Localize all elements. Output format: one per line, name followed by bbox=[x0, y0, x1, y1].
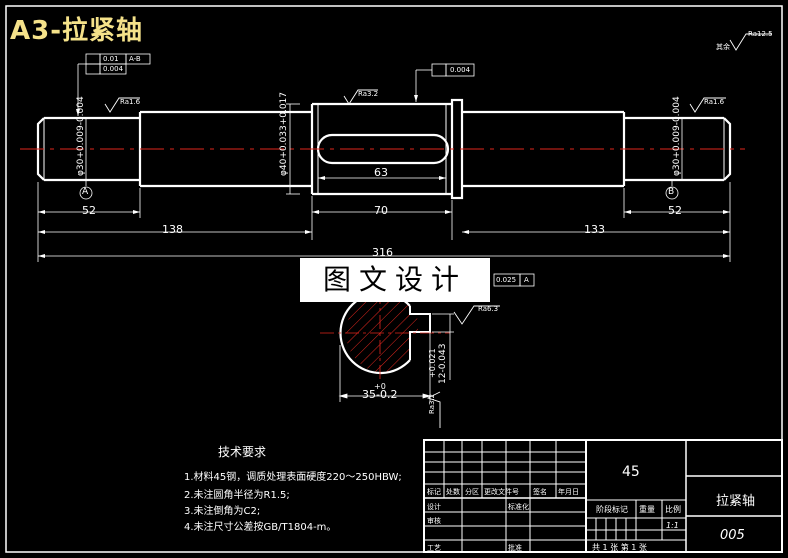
roughness-keyway: Ra3.2 bbox=[358, 90, 379, 98]
dim-overall: 316 bbox=[372, 246, 393, 259]
roughness-section: Ra6.3 bbox=[478, 305, 499, 313]
tb-weight-label: 重量 bbox=[639, 505, 655, 514]
tb-header-zone: 分区 bbox=[465, 488, 479, 496]
requirement-item: 2.未注圆角半径为R1.5; bbox=[184, 490, 290, 501]
tb-header-mark: 标记 bbox=[427, 488, 441, 496]
diameter-right: φ30+0.009-0.004 bbox=[672, 96, 682, 176]
datum-a: A bbox=[82, 187, 89, 197]
gdt-left-row2-value: 0.004 bbox=[103, 65, 124, 73]
tb-row-standard: 标准化 bbox=[508, 503, 529, 511]
tb-scale-value: 1:1 bbox=[666, 521, 679, 530]
roughness-section-bottom: Ra3.2 bbox=[428, 393, 436, 414]
diameter-left: φ30+0.009-0.004 bbox=[76, 96, 86, 176]
watermark: 图文设计 bbox=[300, 258, 490, 302]
dim-section-depth-upper: +0 bbox=[374, 382, 386, 391]
dim-center-length: 70 bbox=[374, 204, 388, 217]
requirement-item: 1.材料45钢，调质处理表面硬度220～250HBW; bbox=[184, 472, 402, 483]
dim-left-length: 52 bbox=[82, 204, 96, 217]
tb-row-review: 审核 bbox=[427, 517, 441, 525]
drawing-frame bbox=[5, 5, 783, 553]
title-block-grid bbox=[423, 439, 783, 553]
tb-sheet-info: 共 1 张 第 1 张 bbox=[592, 543, 647, 552]
tb-row-design: 设计 bbox=[427, 503, 441, 511]
title-block-drawing-no: 005 bbox=[720, 528, 745, 543]
tb-header-date: 年月日 bbox=[558, 488, 579, 496]
dim-right-total: 133 bbox=[584, 223, 605, 236]
tb-header-count: 处数 bbox=[446, 488, 460, 496]
title-block-part-name: 拉紧轴 bbox=[716, 494, 756, 509]
section-view bbox=[320, 290, 450, 380]
drawing-title: A3-拉紧轴 bbox=[10, 16, 144, 46]
datum-b: B bbox=[668, 187, 675, 197]
title-block-material: 45 bbox=[622, 464, 640, 480]
tb-stage-label: 阶段标记 bbox=[596, 505, 628, 514]
requirement-item: 4.未注尺寸公差按GB/T1804-m。 bbox=[184, 522, 337, 533]
requirement-item: 3.未注倒角为C2; bbox=[184, 506, 261, 517]
gdt-mid-value: 0.004 bbox=[450, 66, 471, 74]
gdt-section-datum: A bbox=[524, 276, 529, 284]
tb-header-change-doc: 更改文件号 bbox=[484, 488, 519, 496]
gdt-left-row1-datum: A-B bbox=[129, 55, 141, 63]
shaft-outline bbox=[36, 98, 732, 200]
diameter-mid: φ40+0.033+0.017 bbox=[279, 91, 289, 176]
tb-row-approve: 批准 bbox=[508, 544, 522, 552]
dim-section-width: 12-0.043 bbox=[438, 343, 448, 384]
corner-roughness-label: 其余 bbox=[716, 43, 730, 51]
dim-left-total: 138 bbox=[162, 223, 183, 236]
corner-roughness-value: Ra12.5 bbox=[748, 30, 773, 38]
tb-scale-label: 比例 bbox=[665, 505, 681, 514]
dim-section-depth: 35-0.2 bbox=[362, 388, 398, 401]
tb-row-process: 工艺 bbox=[427, 544, 441, 552]
tb-header-sign: 签名 bbox=[533, 488, 547, 496]
roughness-right: Ra1.6 bbox=[704, 98, 725, 106]
gdt-section-value: 0.025 bbox=[496, 276, 517, 284]
gdt-left-row1-value: 0.01 bbox=[103, 55, 119, 63]
dim-section-width-upper: +0.021 bbox=[428, 348, 437, 378]
roughness-left: Ra1.6 bbox=[120, 98, 141, 106]
dim-keyway-length: 63 bbox=[374, 166, 388, 179]
requirements-heading: 技术要求 bbox=[218, 445, 267, 459]
dim-right-length: 52 bbox=[668, 204, 682, 217]
